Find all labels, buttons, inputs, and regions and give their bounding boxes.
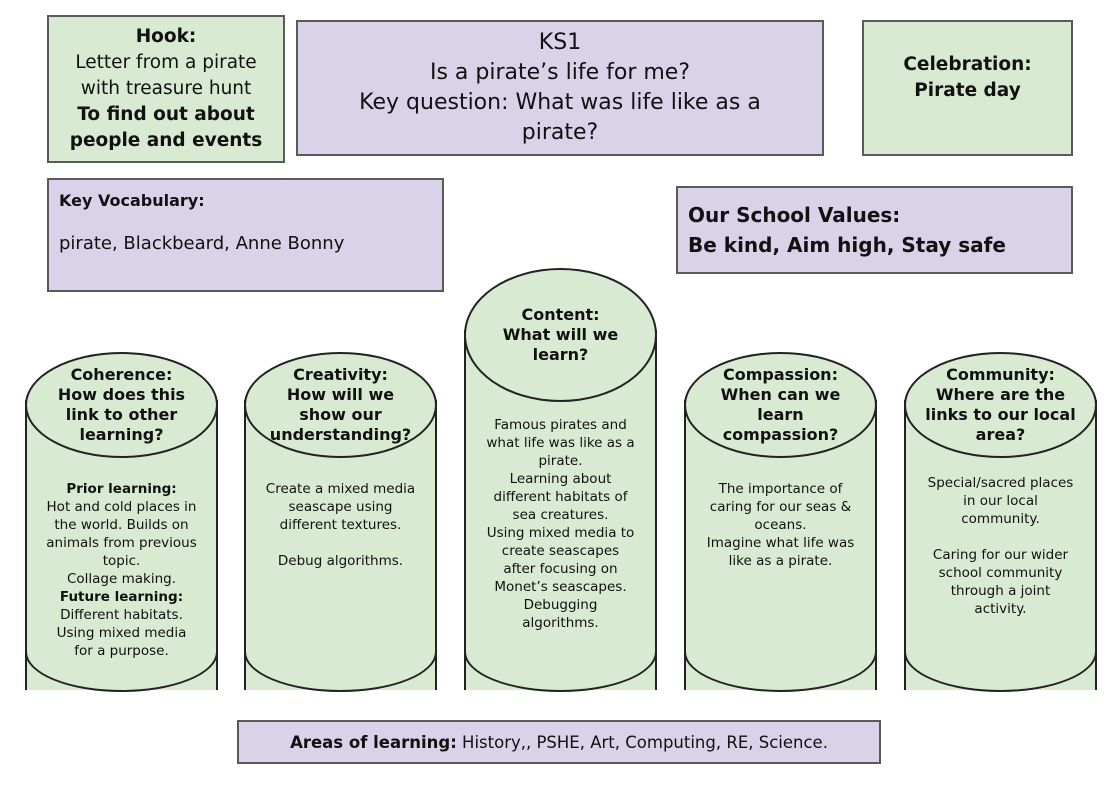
future-learning-label: Future learning: — [59, 589, 184, 605]
pillar-content: Content: What will we learn? Famous pira… — [464, 268, 657, 692]
vocabulary-box: Key Vocabulary: pirate, Blackbeard, Anne… — [47, 178, 444, 292]
body-line: like as a pirate. — [728, 553, 833, 569]
body-line: Special/sacred places — [927, 475, 1074, 491]
school-values-title: Our School Values: — [688, 203, 901, 227]
hook-title: Hook: — [135, 26, 197, 47]
body-line: caring for our seas & — [709, 499, 852, 515]
body-line: what life was like as a — [486, 435, 635, 451]
hook-line-2: with treasure hunt — [80, 78, 252, 99]
body-line: create seascapes — [501, 543, 620, 559]
pillar-compassion-heading: Compassion: When can we learn compassion… — [684, 352, 877, 458]
body-line: seascape using — [288, 499, 393, 515]
school-values-list: Be kind, Aim high, Stay safe — [688, 233, 1006, 257]
body-line: Famous pirates and — [494, 417, 627, 433]
body-line: through a joint — [950, 583, 1051, 599]
body-line: in our local — [963, 493, 1038, 509]
vocabulary-words: pirate, Blackbeard, Anne Bonny — [59, 233, 345, 254]
areas-value: History,, PSHE, Art, Computing, RE, Scie… — [456, 732, 828, 752]
pillar-content-body: Famous pirates and what life was like as… — [472, 416, 649, 632]
body-line: algorithms. — [522, 615, 599, 631]
heading-line: learn — [757, 405, 804, 424]
body-line: Learning about — [509, 471, 612, 487]
heading-line: show our — [299, 405, 382, 424]
body-line: Using mixed media — [56, 625, 187, 641]
body-line: Caring for our wider — [932, 547, 1069, 563]
body-line: Collage making. — [66, 571, 177, 587]
body-line: Create a mixed media — [265, 481, 416, 497]
heading-line: When can we — [720, 385, 841, 404]
body-line: Monet’s seascapes. — [494, 579, 627, 595]
body-line: the world. Builds on — [54, 517, 189, 533]
celebration-value: Pirate day — [914, 80, 1021, 101]
body-line: school community — [938, 565, 1063, 581]
heading-line: Where are the — [935, 385, 1066, 404]
hook-bold-1: To find out about — [77, 104, 255, 125]
prior-learning-label: Prior learning: — [66, 481, 177, 497]
body-line: community. — [961, 511, 1040, 527]
body-line: after focusing on — [503, 561, 618, 577]
heading-line: compassion? — [722, 425, 839, 444]
pillar-compassion-body: The importance of caring for our seas & … — [692, 480, 869, 570]
body-line: Imagine what life was — [706, 535, 855, 551]
pillar-coherence-body: Prior learning: Hot and cold places in t… — [33, 480, 210, 660]
body-line: topic. — [102, 553, 141, 569]
body-line: Debugging — [523, 597, 598, 613]
school-values-box: Our School Values: Be kind, Aim high, St… — [676, 186, 1073, 274]
celebration-title: Celebration: — [903, 54, 1032, 75]
topic-title: Is a pirate’s life for me? — [429, 60, 690, 85]
topic-title-box: KS1 Is a pirate’s life for me? Key quest… — [296, 20, 824, 156]
heading-line: learning? — [79, 425, 164, 444]
hook-bold-2: people and events — [69, 130, 263, 151]
heading-line: understanding? — [269, 425, 412, 444]
body-line: sea creatures. — [512, 507, 609, 523]
body-line: animals from previous — [46, 535, 197, 551]
celebration-box: Celebration: Pirate day — [862, 20, 1073, 156]
heading-line: What will we — [502, 325, 619, 344]
pillar-creativity-heading: Creativity: How will we show our underst… — [244, 352, 437, 458]
key-question: Key question: What was life like as a — [359, 90, 761, 115]
body-line: different textures. — [279, 517, 402, 533]
topic-ks: KS1 — [538, 30, 582, 55]
pillar-content-heading: Content: What will we learn? — [464, 268, 657, 402]
pillar-community-body: Special/sacred places in our local commu… — [912, 474, 1089, 618]
heading-line: area? — [975, 425, 1026, 444]
heading-line: Content: — [521, 305, 600, 324]
body-line: Using mixed media to — [486, 525, 635, 541]
body-line: Debug algorithms. — [277, 553, 404, 569]
hook-line-1: Letter from a pirate — [75, 52, 257, 73]
heading-line: How will we — [286, 385, 395, 404]
pillar-community: Community: Where are the links to our lo… — [904, 352, 1097, 692]
body-line: The importance of — [718, 481, 843, 497]
pillar-creativity-body: Create a mixed media seascape using diff… — [252, 480, 429, 570]
body-line: Different habitats. — [60, 607, 183, 623]
pillar-coherence: Coherence: How does this link to other l… — [25, 352, 218, 692]
heading-line: link to other — [65, 405, 178, 424]
body-line: for a purpose. — [74, 643, 169, 659]
key-question-end: pirate? — [521, 120, 599, 145]
heading-line: How does this — [57, 385, 186, 404]
pillar-creativity: Creativity: How will we show our underst… — [244, 352, 437, 692]
vocabulary-title: Key Vocabulary: — [59, 191, 205, 210]
body-line: different habitats of — [493, 489, 628, 505]
pillar-compassion: Compassion: When can we learn compassion… — [684, 352, 877, 692]
body-line: Hot and cold places in — [46, 499, 197, 515]
heading-line: learn? — [532, 345, 589, 364]
areas-label: Areas of learning: — [290, 732, 457, 752]
pillar-community-heading: Community: Where are the links to our lo… — [904, 352, 1097, 458]
heading-line: Compassion: — [723, 365, 838, 384]
heading-line: Community: — [946, 365, 1055, 384]
areas-of-learning-box: Areas of learning: History,, PSHE, Art, … — [237, 720, 881, 764]
body-line: pirate. — [538, 453, 583, 469]
heading-line: Creativity: — [293, 365, 388, 384]
pillar-coherence-heading: Coherence: How does this link to other l… — [25, 352, 218, 458]
heading-line: Coherence: — [70, 365, 173, 384]
heading-line: links to our local — [925, 405, 1076, 424]
body-line: oceans. — [754, 517, 807, 533]
body-line: activity. — [974, 601, 1027, 617]
hook-box: Hook: Letter from a pirate with treasure… — [47, 15, 285, 163]
